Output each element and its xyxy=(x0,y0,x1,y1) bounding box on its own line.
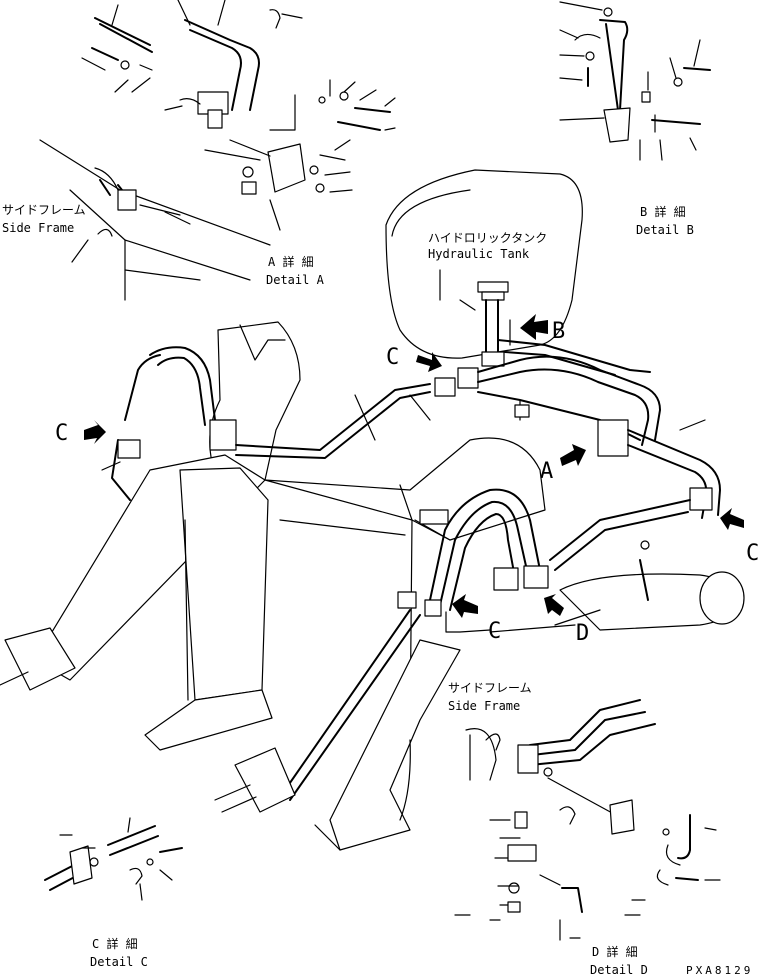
side-frame-top-en-label: Side Frame xyxy=(2,221,74,235)
callout-d: D xyxy=(576,621,589,646)
arrow-c-left xyxy=(84,420,106,444)
side-frame-bottom-jp-label: サイドフレーム xyxy=(448,681,532,695)
detail-c-en-label: Detail C xyxy=(90,955,148,969)
callout-c-top: C xyxy=(386,345,399,370)
detail-b-en-label: Detail B xyxy=(636,223,694,237)
detail-b-drawing xyxy=(559,1,711,161)
detail-b-jp-label: B 詳 細 xyxy=(640,204,686,219)
detail-d-drawing xyxy=(454,699,721,941)
arrow-a xyxy=(560,444,586,466)
arrow-b xyxy=(520,314,548,340)
callout-c-left: C xyxy=(55,421,68,446)
detail-a-en-label: Detail A xyxy=(266,273,325,287)
tank-jp-label: ハイドロリックタンク xyxy=(428,231,547,245)
callout-c-right: C xyxy=(746,541,759,566)
side-frame-top-jp-label: サイドフレーム xyxy=(2,203,86,217)
arrow-c-right xyxy=(720,508,744,530)
callout-b: B xyxy=(552,319,565,344)
tank-en-label: Hydraulic Tank xyxy=(428,247,530,261)
detail-a-drawing xyxy=(39,0,396,301)
arrow-c-bottom xyxy=(452,594,478,618)
side-frame-bottom-en-label: Side Frame xyxy=(448,699,520,713)
detail-c-jp-label: C 詳 細 xyxy=(92,936,138,951)
detail-d-jp-label: D 詳 細 xyxy=(592,944,638,959)
callout-c-bottom: C xyxy=(488,619,501,644)
detail-a-jp-label: A 詳 細 xyxy=(268,254,314,269)
detail-c-drawing xyxy=(44,817,183,901)
arrow-c-top xyxy=(416,352,442,372)
detail-d-en-label: Detail D xyxy=(590,963,648,977)
main-assembly xyxy=(0,321,745,851)
callout-a: A xyxy=(540,459,553,484)
arrow-d xyxy=(544,594,564,616)
hydraulic-tank xyxy=(385,169,583,367)
drawing-code: PXA8129 xyxy=(686,964,753,977)
